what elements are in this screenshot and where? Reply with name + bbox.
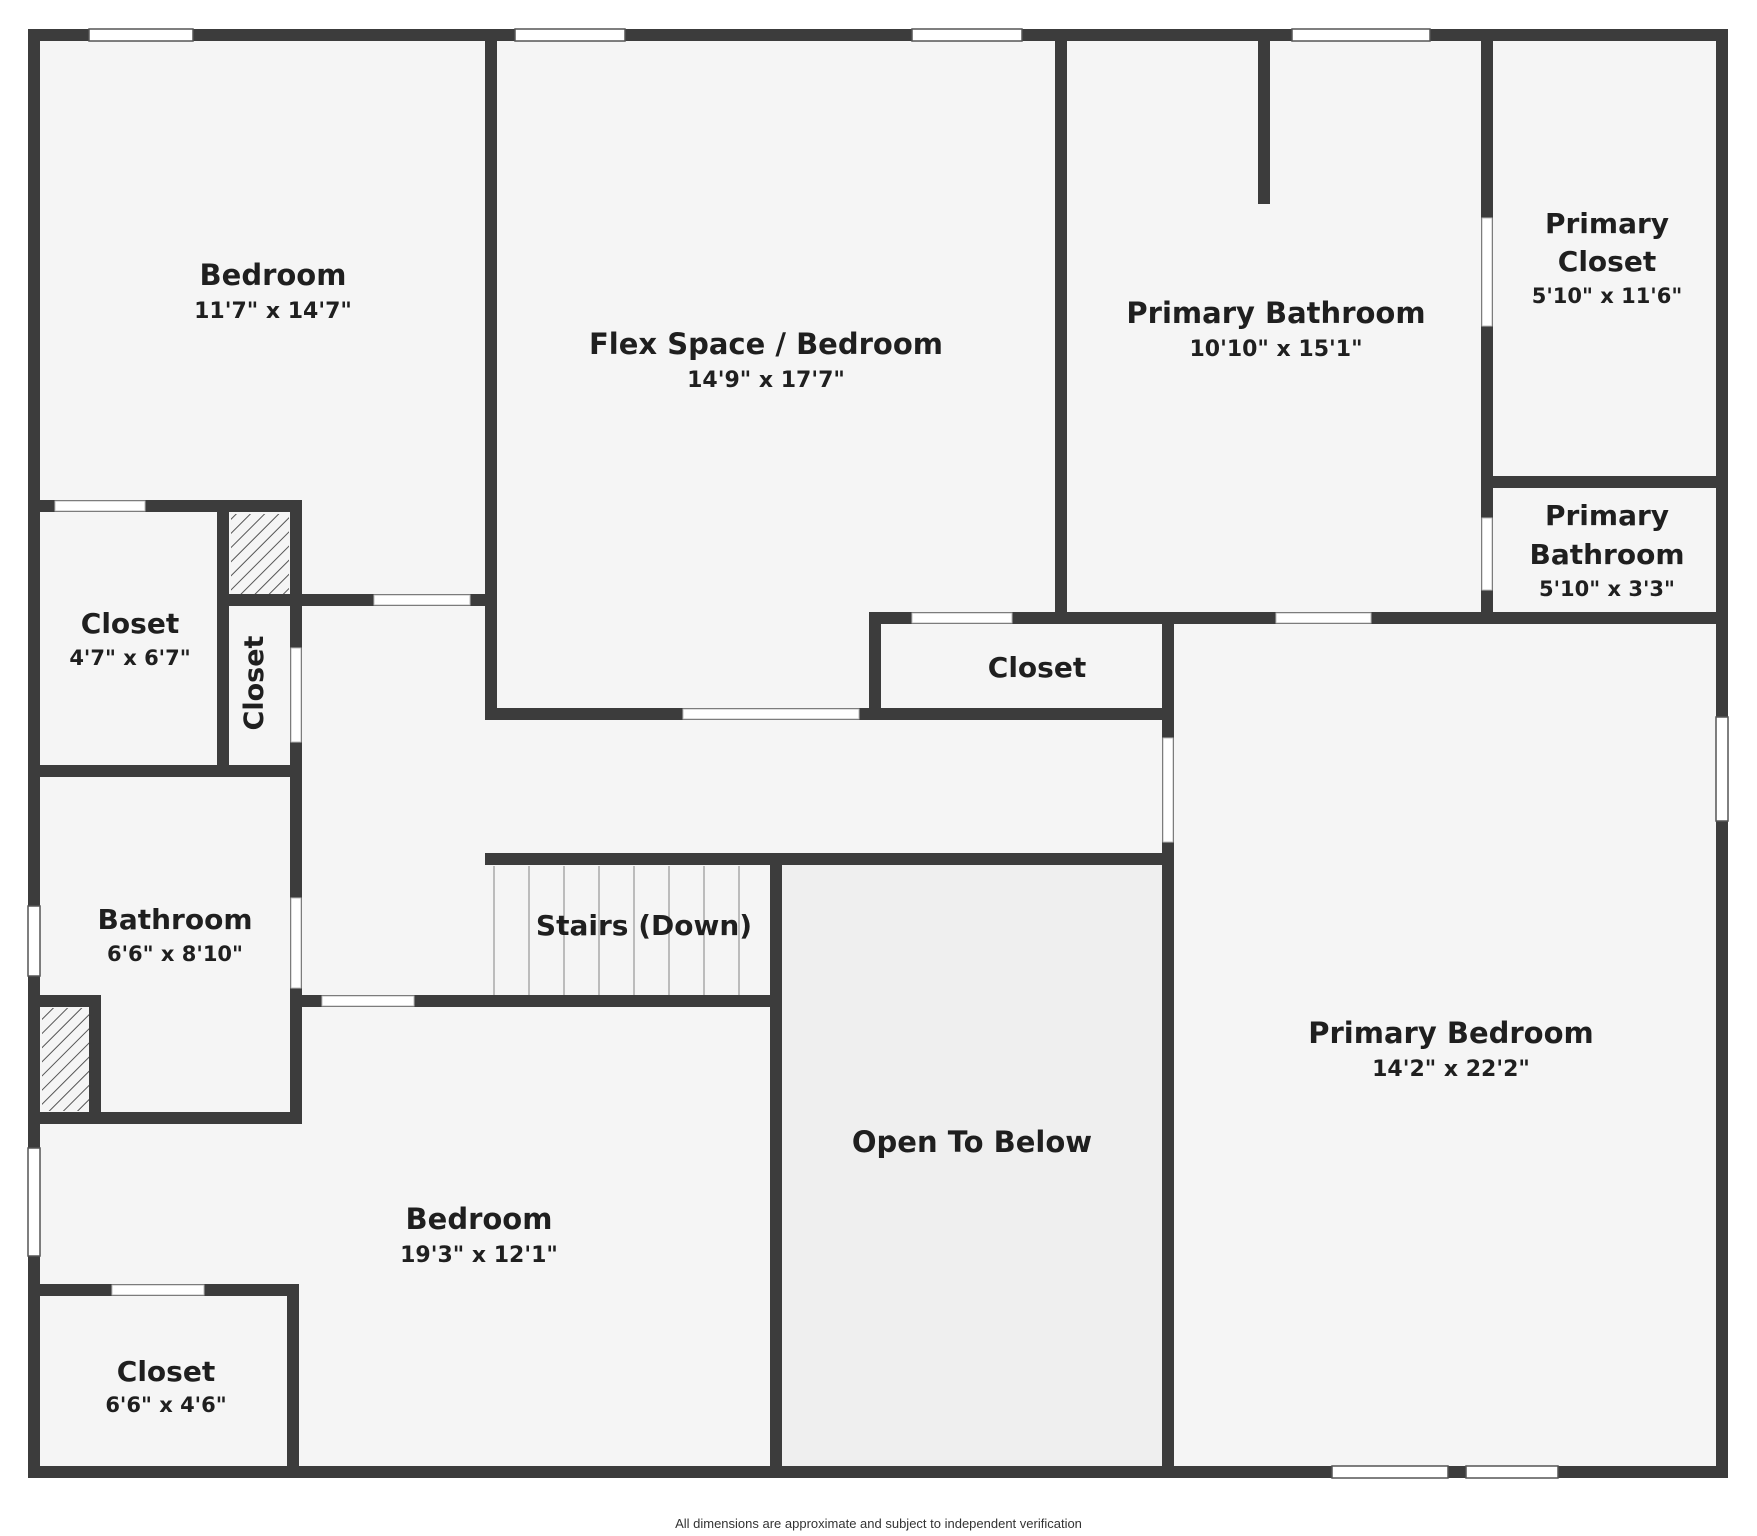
room-name: Primary Bathroom [1126, 296, 1425, 330]
room-dimensions: 14'2" x 22'2" [1372, 1057, 1530, 1082]
stair-treads [493, 866, 740, 995]
window [27, 1147, 41, 1257]
room-dimensions: 19'3" x 12'1" [400, 1243, 558, 1268]
room-name: Open To Below [852, 1125, 1092, 1159]
room-name: Primary [1545, 207, 1669, 240]
room-name: Closet [117, 1355, 215, 1388]
room-dimensions: 10'10" x 15'1" [1189, 337, 1362, 362]
window [1331, 1465, 1449, 1479]
room-dimensions: 14'9" x 17'7" [687, 368, 845, 393]
window [88, 28, 194, 42]
room-name: Bedroom [406, 1202, 553, 1236]
room-name: Bathroom [1529, 538, 1684, 571]
disclaimer-text: All dimensions are approximate and subje… [675, 1516, 1082, 1531]
door-openings [54, 217, 1493, 1296]
room-dimensions: 6'6" x 4'6" [105, 1393, 226, 1417]
room-name: Bathroom [97, 903, 252, 936]
hatched-chase [42, 1008, 89, 1111]
room-dimensions: 11'7" x 14'7" [194, 299, 352, 324]
room-dimensions: 5'10" x 11'6" [1532, 284, 1683, 308]
window [1465, 1465, 1559, 1479]
window [514, 28, 626, 42]
room-name: Closet [988, 651, 1086, 684]
window [911, 28, 1023, 42]
room-name: Primary Bedroom [1308, 1016, 1593, 1050]
room-dimensions: 4'7" x 6'7" [69, 646, 190, 670]
window [1291, 28, 1431, 42]
room-name: Flex Space / Bedroom [589, 327, 943, 361]
room-name: Bedroom [200, 258, 347, 292]
room-name: Closet [81, 607, 179, 640]
windows [27, 28, 1729, 1479]
room-dimensions: 5'10" x 3'3" [1539, 577, 1675, 601]
room-name: Stairs (Down) [536, 909, 752, 942]
room-name: Closet [239, 635, 270, 730]
window [27, 905, 41, 977]
window [1715, 716, 1729, 822]
hatched-chase [231, 514, 289, 594]
room-dimensions: 6'6" x 8'10" [107, 942, 243, 966]
room-name: Primary [1545, 499, 1669, 532]
open-to-below-area [776, 861, 1168, 1472]
room-name: Closet [1558, 245, 1656, 278]
